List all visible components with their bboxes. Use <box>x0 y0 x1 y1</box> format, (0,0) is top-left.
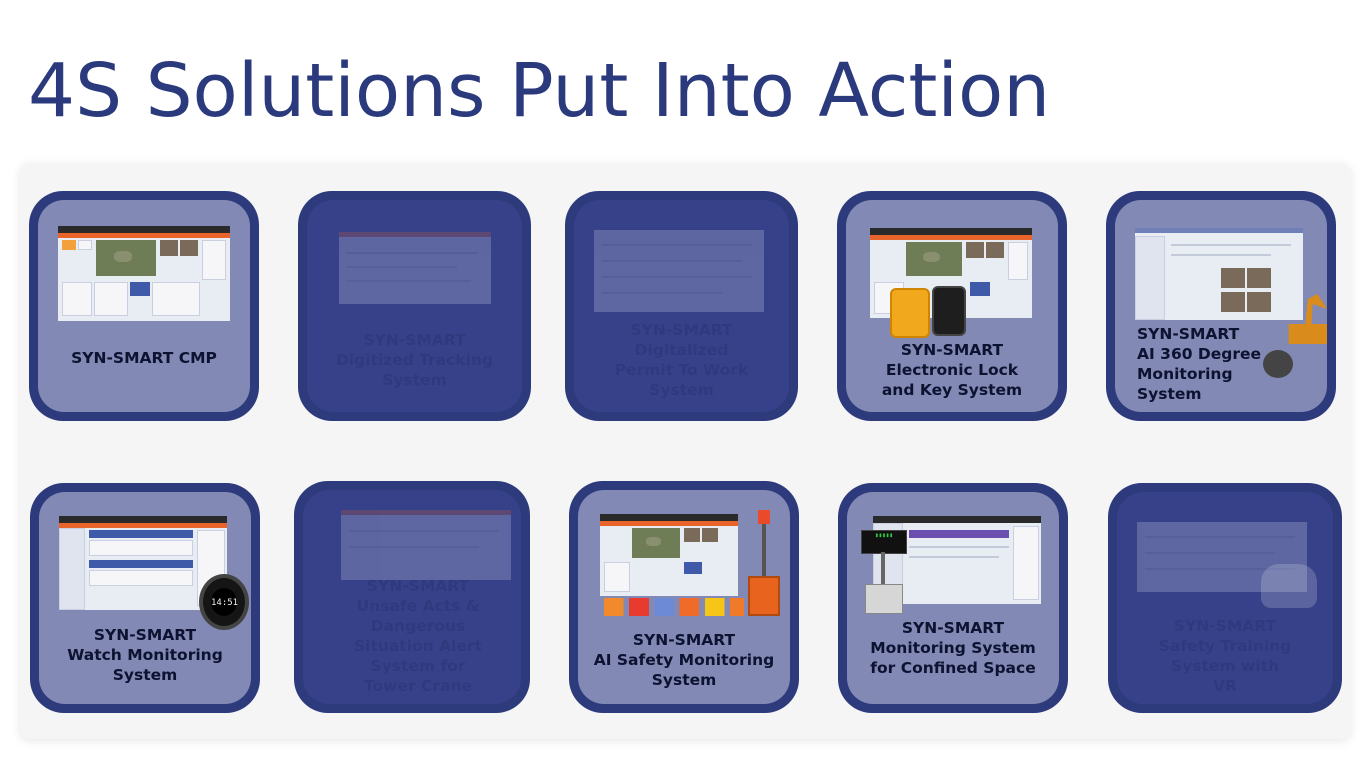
card-ai-safety-monitoring[interactable]: SYN-SMART AI Safety Monitoring System <box>569 481 799 713</box>
card-digitized-tracking[interactable]: SYN-SMART Digitized Tracking System <box>298 191 531 421</box>
dashboard-screenshot-icon <box>58 226 230 321</box>
card-body: SYN-SMART Digitized Tracking System <box>307 200 522 412</box>
page-title: 4S Solutions Put Into Action <box>28 48 1051 134</box>
card-body: SYN-SMART AI 360 Degree Monitoring Syste… <box>1115 200 1327 412</box>
card-label: SYN-SMART Digitalized Permit To Work Sys… <box>614 321 749 399</box>
card-body: SYN-SMART Safety Training System with VR <box>1117 492 1333 704</box>
safety-gear-icon <box>604 598 744 616</box>
card-label: SYN-SMART AI Safety Monitoring System <box>593 631 775 689</box>
card-body: SYN-SMART Electronic Lock and Key System <box>846 200 1058 412</box>
card-label: SYN-SMART CMP <box>71 349 217 367</box>
gas-detector-icon: ▮▮▮▮▮ <box>861 530 907 614</box>
alert-tower-icon <box>748 510 780 618</box>
camera-device-icon <box>1263 350 1293 378</box>
dashboard-screenshot-icon <box>870 228 1032 318</box>
card-confined-space[interactable]: ▮▮▮▮▮ SYN-SMART Monitoring System for Co… <box>838 483 1068 713</box>
padlock-device-icon <box>890 288 930 338</box>
tracking-screenshot-icon <box>339 232 491 304</box>
training-dashboard-screenshot-icon <box>1137 522 1307 592</box>
card-body: 14:51 SYN-SMART Watch Monitoring System <box>39 492 251 704</box>
card-label: SYN-SMART AI 360 Degree Monitoring Syste… <box>1137 325 1262 403</box>
card-body: SYN-SMART Digitalized Permit To Work Sys… <box>574 200 789 412</box>
card-syn-smart-cmp[interactable]: SYN-SMART CMP <box>29 191 259 421</box>
permit-screenshot-icon <box>594 230 764 312</box>
camera-dashboard-screenshot-icon <box>1135 228 1303 320</box>
card-label: SYN-SMART Unsafe Acts & Dangerous Situat… <box>353 577 483 695</box>
card-body: SYN-SMART Unsafe Acts & Dangerous Situat… <box>303 490 521 704</box>
card-safety-training-vr[interactable]: SYN-SMART Safety Training System with VR <box>1108 483 1342 713</box>
crane-dashboard-screenshot-icon <box>341 510 511 580</box>
card-body: SYN-SMART CMP <box>38 200 250 412</box>
card-body: SYN-SMART AI Safety Monitoring System <box>578 490 790 704</box>
card-label: SYN-SMART Watch Monitoring System <box>67 626 223 684</box>
card-label: SYN-SMART Digitized Tracking System <box>335 331 494 389</box>
key-device-icon <box>932 286 966 336</box>
card-label: SYN-SMART Safety Training System with VR <box>1158 617 1292 695</box>
solutions-panel: SYN-SMART CMP SYN-SMART Digitized Tracki… <box>20 163 1351 739</box>
dashboard-screenshot-icon <box>600 514 738 596</box>
vr-headset-icon <box>1261 564 1317 608</box>
card-label: SYN-SMART Electronic Lock and Key System <box>881 341 1023 399</box>
card-permit-to-work[interactable]: SYN-SMART Digitalized Permit To Work Sys… <box>565 191 798 421</box>
card-ai-360-degree[interactable]: SYN-SMART AI 360 Degree Monitoring Syste… <box>1106 191 1336 421</box>
card-electronic-lock[interactable]: SYN-SMART Electronic Lock and Key System <box>837 191 1067 421</box>
card-label: SYN-SMART Monitoring System for Confined… <box>870 619 1036 677</box>
card-watch-monitoring[interactable]: 14:51 SYN-SMART Watch Monitoring System <box>30 483 260 713</box>
smartwatch-icon: 14:51 <box>199 574 249 630</box>
card-body: ▮▮▮▮▮ SYN-SMART Monitoring System for Co… <box>847 492 1059 704</box>
card-unsafe-acts-tower-crane[interactable]: SYN-SMART Unsafe Acts & Dangerous Situat… <box>294 481 530 713</box>
